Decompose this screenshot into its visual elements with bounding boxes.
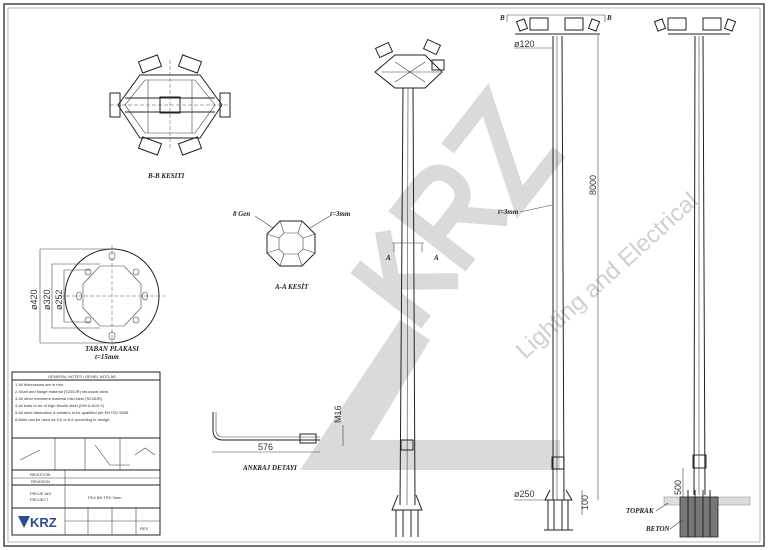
pole-dimension-view: B B ø120 t=3mm 8000 ø250 100 — [498, 14, 612, 531]
embed-depth: 500 — [673, 480, 683, 495]
anchor-thread: M16 — [333, 405, 343, 423]
note-4: 4.All bolts to be of high tensile steel … — [15, 403, 105, 408]
top-diameter: ø120 — [514, 39, 535, 49]
wall-thickness: t=3mm — [498, 208, 519, 216]
note-1: 1.All dimensions are in mm. — [15, 382, 64, 387]
note-2: 2.Shaft and flange material (S235JR) str… — [15, 389, 109, 394]
base-diameter: ø250 — [514, 489, 535, 499]
base-plate-view: ø420 ø320 ø252 TABAN PLAKASI t=15mm — [29, 245, 165, 361]
notes-title: GENERAL NOTES / GENEL NOTLAR — [48, 374, 116, 379]
base-plate-title: TABAN PLAKASI — [85, 345, 139, 353]
rev-label: REV — [140, 526, 149, 531]
watermark: Lighting and Electrical — [300, 82, 704, 470]
project-label: PROJE ADI — [30, 491, 51, 496]
project-name: PD4 8/5 TRV 3mm — [88, 495, 122, 500]
base-plate-thickness: t=15mm — [95, 353, 119, 361]
anchor-title: ANKRAJ DETAYI — [242, 464, 297, 472]
project-label-en: PROJECT — [30, 497, 49, 502]
logo-mark — [18, 516, 30, 528]
logo-text: KRZ — [30, 515, 57, 530]
pole-foundation-view: 500 TOPRAK BETON — [626, 17, 751, 538]
aa-gen-label: 8 Gen — [233, 210, 250, 218]
anchor-length: 576 — [258, 442, 273, 452]
section-mark-a-right: A — [433, 254, 439, 262]
section-mark-a-left: A — [385, 254, 391, 262]
plate-gap: 100 — [580, 495, 590, 510]
title-block: GENERAL NOTES / GENEL NOTLAR 1.All dimen… — [11, 371, 161, 536]
note-6: 6.Bolts can be used as 5.6 or 8.8 accord… — [15, 417, 110, 422]
aa-section-view: 8 Gen t=3mm A-A KESİT — [233, 210, 351, 291]
revision-label-en: REVISION — [31, 479, 50, 484]
aa-section-title: A-A KESİT — [274, 283, 309, 291]
base-d-mid: ø320 — [42, 289, 52, 310]
aa-thickness-label: t=3mm — [330, 210, 351, 218]
bb-section-title: B-B KESITI — [147, 172, 185, 180]
drawing-border — [3, 3, 765, 547]
revision-label: REVİZYON — [30, 472, 51, 477]
section-mark-b-right: B — [606, 14, 612, 22]
note-5: 5.All steel fabrication & welders to be … — [15, 410, 129, 415]
section-mark-b-left: B — [499, 14, 505, 22]
concrete-block — [679, 496, 719, 538]
pole-height: 8000 — [588, 175, 598, 195]
pole-center-view: A A — [374, 38, 445, 537]
soil-label: TOPRAK — [626, 507, 655, 515]
bb-section-view: B-B KESITI — [109, 54, 231, 180]
base-d-inner: ø252 — [54, 289, 64, 310]
anchor-detail: 576 M16 ANKRAJ DETAYI — [212, 405, 344, 472]
watermark-brand — [350, 82, 566, 329]
watermark-tagline: Lighting and Electrical — [511, 187, 704, 364]
note-3: 3.All other members material mild steel … — [15, 396, 103, 401]
base-d-outer: ø420 — [29, 289, 39, 310]
concrete-label: BETON — [645, 525, 671, 533]
